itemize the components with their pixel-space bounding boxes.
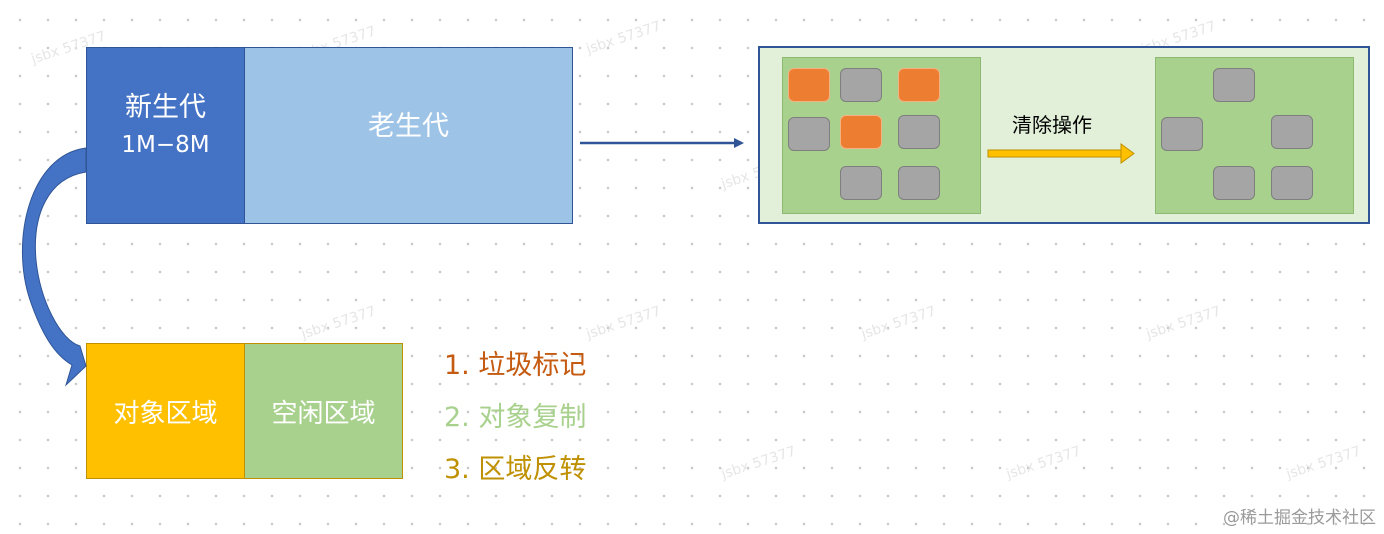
object-block — [1271, 166, 1313, 200]
step-garbage-mark: 1. 垃圾标记 — [444, 350, 587, 381]
object-block — [1213, 68, 1255, 102]
orange-arrow-head — [1120, 143, 1135, 164]
old-generation-label: 老生代 — [368, 111, 449, 142]
young-generation-size: 1M−8M — [121, 132, 210, 158]
step-area-flip: 3. 区域反转 — [444, 454, 587, 485]
live-object-block — [840, 115, 882, 149]
young-generation-box: 新生代 1M−8M — [86, 47, 245, 224]
dead-object-block — [898, 115, 940, 149]
dead-object-block — [788, 117, 830, 151]
dead-object-block — [840, 166, 882, 200]
step-object-copy: 2. 对象复制 — [444, 402, 587, 433]
object-block — [1271, 115, 1313, 149]
dead-object-block — [898, 166, 940, 200]
cleanup-label: 清除操作 — [1012, 113, 1092, 137]
dead-object-block — [840, 68, 882, 102]
object-block — [1213, 166, 1255, 200]
live-object-block — [898, 68, 940, 102]
free-area-box: 空闲区域 — [244, 343, 403, 479]
blue-arrow-head — [734, 138, 744, 148]
old-generation-box: 老生代 — [244, 47, 573, 224]
footer-credit: @稀土掘金技术社区 — [1223, 508, 1376, 528]
orange-arrow-shaft — [987, 149, 1123, 158]
free-area-label: 空闲区域 — [271, 398, 376, 429]
object-area-label: 对象区域 — [113, 398, 218, 429]
live-object-block — [788, 68, 830, 102]
young-generation-label: 新生代 — [125, 92, 206, 123]
object-block — [1161, 117, 1203, 151]
object-area-box: 对象区域 — [86, 343, 245, 479]
curved-arrow — [21, 147, 87, 387]
